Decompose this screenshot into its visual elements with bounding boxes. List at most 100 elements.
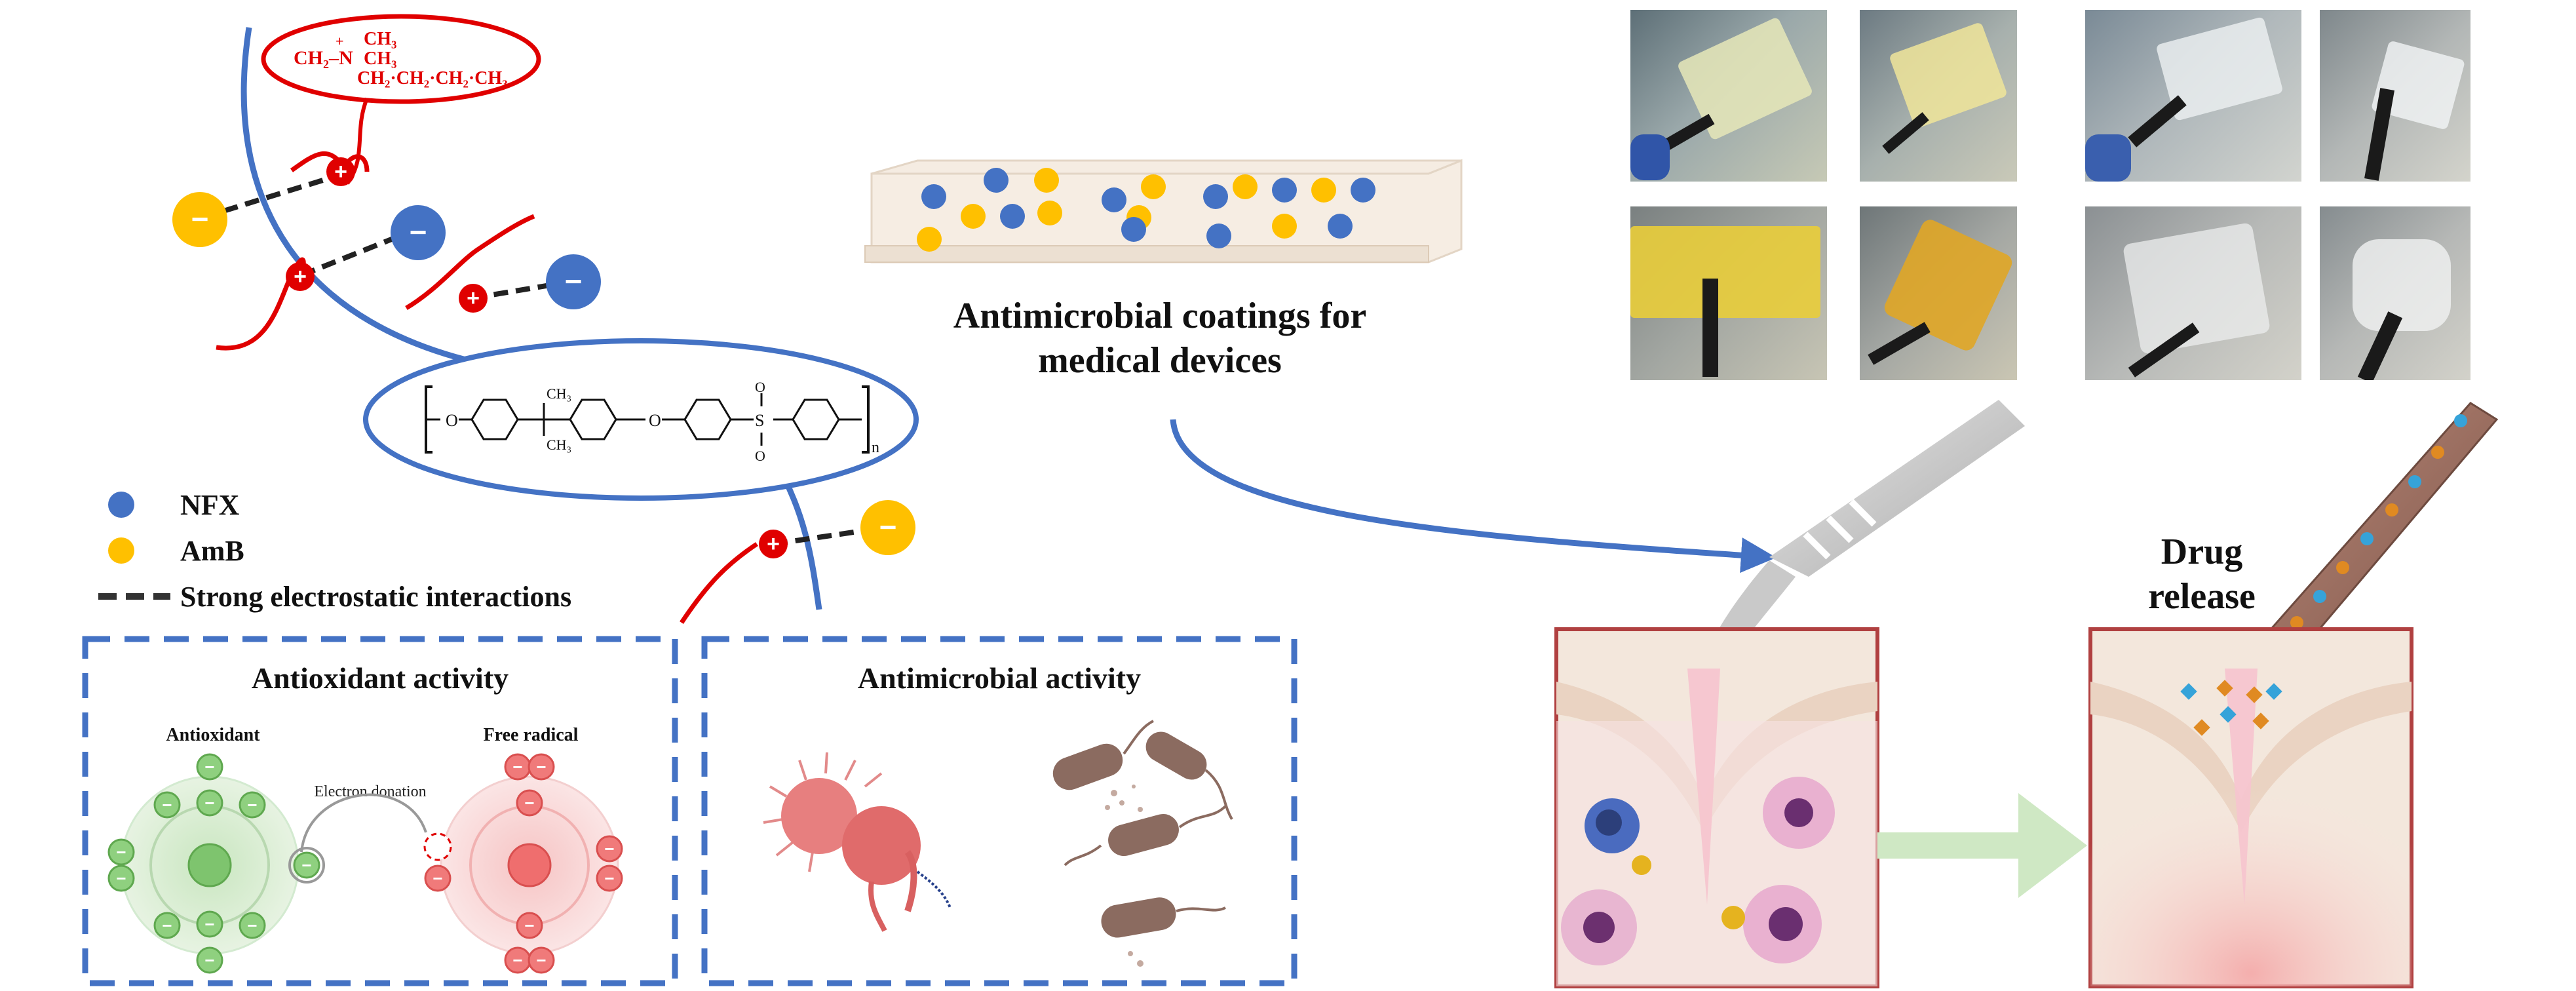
amb-dot [2290,616,2303,629]
electron-icon: − [528,946,555,974]
plus-charge: + [326,157,355,186]
svg-text:−: − [512,950,522,970]
svg-text:+: + [294,264,307,289]
psu-so-bottom-text: O [755,448,765,464]
nfx-legend-label: NFX [180,489,240,521]
antioxidant-panel: Antioxidant activity Antioxidant Free ra… [82,636,678,986]
plus-charge: + [459,284,488,313]
svg-text:−: − [204,757,214,777]
svg-text:+: + [334,159,347,184]
svg-text:−: − [116,842,126,862]
photo-coated-film-4 [1860,206,2017,380]
amb-dot [917,227,942,252]
amb-dot [2336,561,2349,574]
nfx-dot [1102,187,1126,212]
free-radical-atom [423,775,619,955]
psu-n-text: n [872,439,879,456]
photo-uncoated-film-2 [2320,10,2470,182]
electron-icon: − [196,910,223,938]
electron-icon: − [504,946,531,974]
amb-dot [2431,446,2444,459]
nfx-dot [2313,590,2326,603]
electron-icon: − [196,946,223,974]
electron-donation-label: Electron donation [314,783,426,800]
bacteria-icons [1052,720,1233,967]
svg-text:−: − [204,950,214,970]
psu-o1-text: O [446,411,458,430]
polysulfone-structure: O CH₃ CH₃ O S O O n [363,338,919,501]
electron-donation-arrow [300,793,427,853]
nfx-dot [1206,223,1231,248]
svg-text:−: − [604,839,614,859]
svg-text:−: − [524,793,534,813]
polymer-backbone [240,27,822,610]
nfx-dot [2408,475,2421,488]
svg-text:−: − [162,795,172,815]
psu-o2-text: O [649,411,661,430]
nfx-dot [1203,184,1228,209]
photo-coated-film-2 [1860,10,2017,182]
quat-bottom-text: CH₂·CH₂·CH₂·CH₃ [357,68,508,88]
electron-icon: − [196,789,223,817]
electron-icon: − [424,865,452,892]
plus-charge: + [286,262,315,291]
legend: NFX AmB Strong electrostatic interaction… [98,489,571,613]
drug-release-line2: release [2148,576,2256,617]
electron-icon: − [107,838,135,866]
nfx-dot [1272,178,1297,203]
amb-minus-charge: − [860,500,915,555]
amb-dot [1272,214,1297,239]
antioxidant-electrons: −−−−−−−−−−− [107,753,320,974]
electron-icon: − [596,835,623,863]
amb-dot [1034,168,1059,193]
nfx-dot [1000,204,1025,229]
svg-text:−: − [565,264,583,298]
psu-me-bottom-text: CH₃ [547,437,571,453]
electron-icon: − [596,865,623,892]
coating-title-line2: medical devices [1038,340,1282,381]
coating-slab [864,159,1463,263]
electron-icon: − [239,912,266,939]
psu-me-top-text: CH₃ [547,385,571,402]
nfx-dot [1351,178,1375,203]
psu-s-text: S [755,411,764,430]
nfx-dot [1328,214,1353,239]
photo-uncoated-film-3 [2085,206,2301,380]
electron-icon: − [504,753,531,781]
healing-arrow [1877,793,2087,898]
coating-drug-dots [917,168,1375,252]
svg-text:+: + [767,532,780,556]
antimicrobial-panel-title: Antimicrobial activity [858,661,1141,695]
svg-text:−: − [247,795,257,815]
photo-coated-film-1 [1630,10,1827,182]
plus-charge: + [759,530,788,558]
electron-icon: − [239,791,266,819]
antimicrobial-panel: Antimicrobial activity [701,636,1298,986]
electron-icon: − [516,789,543,817]
svg-text:−: − [879,510,897,544]
drug-release-line1: Drug [2161,532,2242,572]
free-radical-label: Free radical [484,725,579,745]
amb-dot [2385,503,2398,516]
amb-dot [1311,178,1336,203]
svg-text:−: − [162,916,172,935]
quaternary-ammonium-structure: CH₂–N + CH₃ CH₃ CH₂·CH₂·CH₂·CH₃ [261,14,541,185]
amb-dot [1141,174,1166,199]
electron-icon: − [153,912,181,939]
healing-wound-panel [2088,627,2413,988]
polymer-schematic: CH₂–N + CH₃ CH₃ CH₂·CH₂·CH₂·CH₃ + [172,14,919,624]
svg-text:−: − [191,202,209,236]
psu-so-top-text: O [755,379,765,395]
svg-text:−: − [524,916,534,935]
photo-uncoated-film-4 [2320,206,2470,380]
svg-text:−: − [247,916,257,935]
amb-dot [1037,201,1062,225]
coated-scalpel-drug-dots [2267,414,2467,655]
photo-coated-film-3 [1630,206,1827,380]
antioxidant-label: Antioxidant [166,725,260,745]
cationic-side-chains [216,151,758,624]
immune-cells [1561,777,1835,965]
coating-to-device-arrow [1170,419,1777,573]
svg-text:+: + [467,286,480,311]
quat-top-text: CH₃ [364,29,396,49]
